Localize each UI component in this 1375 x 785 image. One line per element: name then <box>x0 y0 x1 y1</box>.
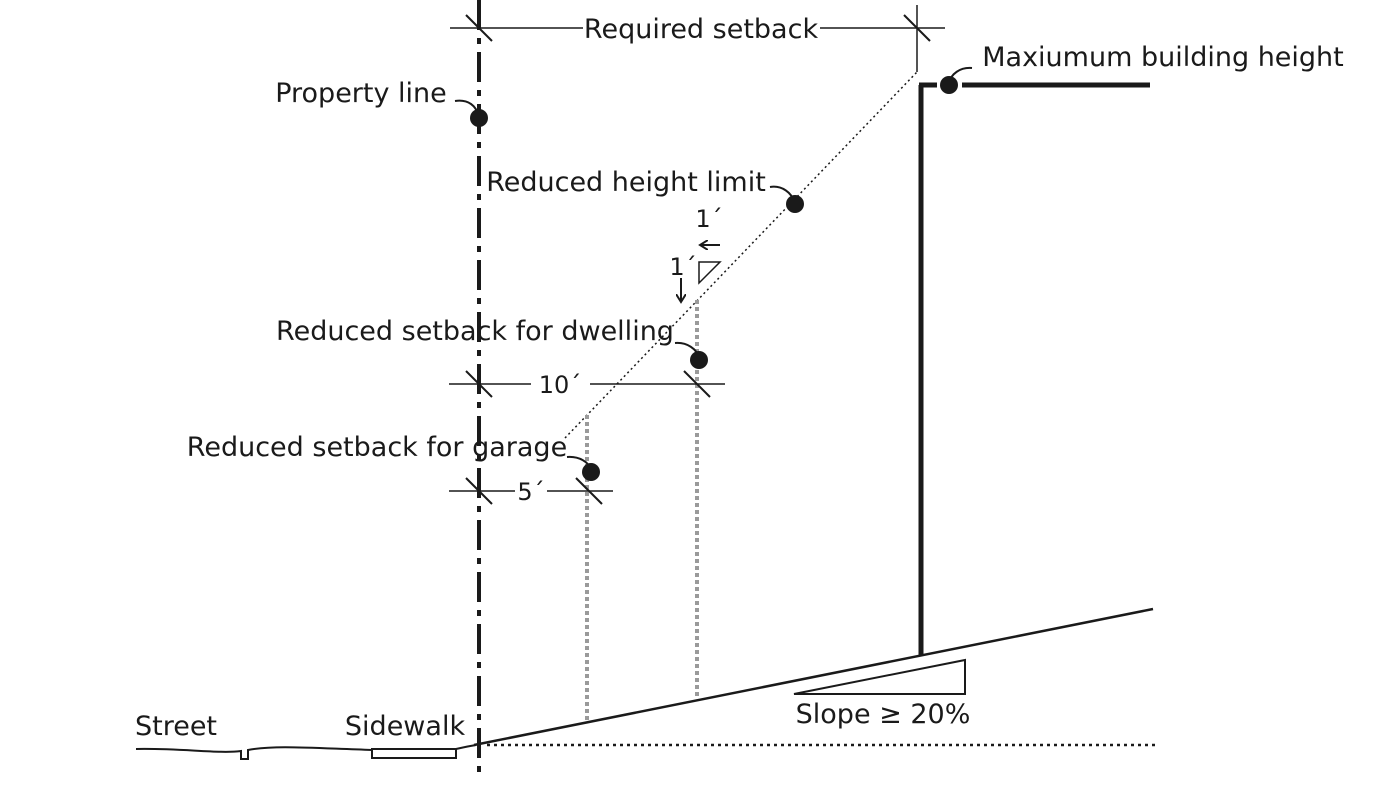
maximum-height-label: Maxiumum building height <box>982 42 1344 73</box>
property-line-label: Property line <box>275 78 447 109</box>
slope-ratio-triangle <box>698 261 722 285</box>
reduced-height-dot <box>786 195 804 213</box>
ground-slope-line <box>473 607 1154 747</box>
garage-dimension-tick-left <box>465 477 493 505</box>
sidewalk-slab <box>371 748 457 759</box>
reduced-height-limit-label: Reduced height limit <box>486 167 766 198</box>
slope-label: Slope ≥ 20% <box>796 699 971 730</box>
street-label: Street <box>135 711 217 742</box>
property-line-dot <box>470 109 488 127</box>
reduced-height-limit-line <box>564 71 918 439</box>
reduced-setback-garage-label: Reduced setback for garage <box>187 432 567 463</box>
required-setback-tick-right <box>903 14 931 42</box>
dwelling-dimension-tick-left <box>465 370 493 398</box>
garage-dimension-label: 5´ <box>517 478 544 506</box>
slope-triangle <box>793 658 966 695</box>
sidewalk-label: Sidewalk <box>345 711 466 742</box>
dwelling-dimension-label: 10´ <box>539 371 582 399</box>
garage-dot <box>582 463 600 481</box>
garage-dimension-tick-right <box>575 477 603 505</box>
dwelling-dot <box>690 351 708 369</box>
reduced-setback-dwelling-label: Reduced setback for dwelling <box>276 316 674 347</box>
dwelling-dimension-tick-right <box>683 370 711 398</box>
required-setback-tick-left <box>465 14 493 42</box>
run-label: 1´ <box>669 253 696 281</box>
rise-label: 1´ <box>695 205 722 233</box>
street-profile <box>135 746 373 760</box>
sidewalk-to-curb <box>455 744 477 750</box>
max-height-dot <box>940 76 958 94</box>
required-setback-label: Required setback <box>584 14 819 45</box>
